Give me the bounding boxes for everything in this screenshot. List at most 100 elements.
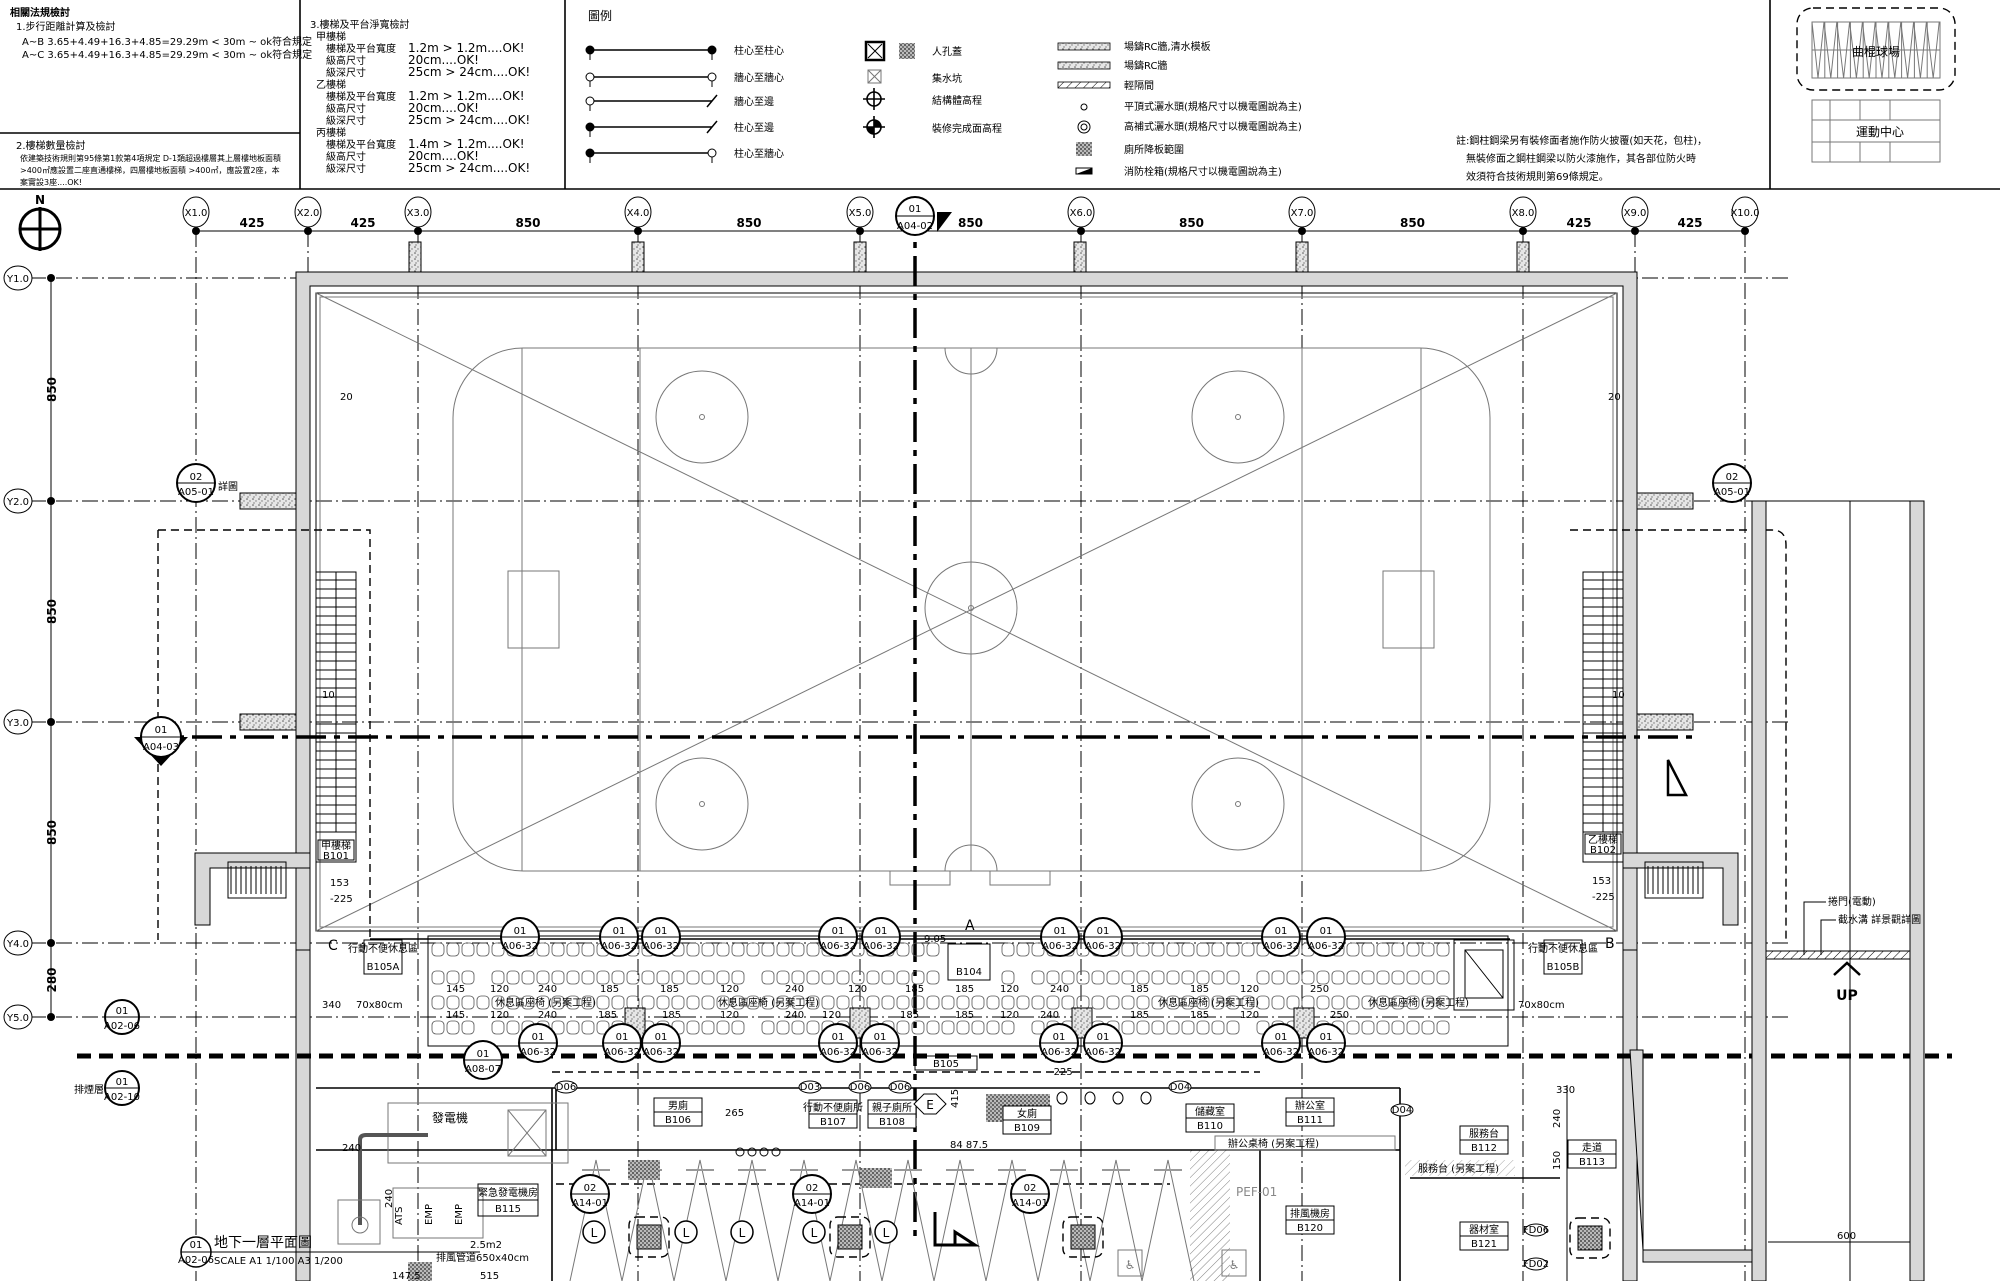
room-name: 親子廁所 [872,1101,912,1114]
dimension-label: 415 [950,1089,961,1108]
seat [776,942,790,957]
room-name: 甲樓梯 [321,839,351,852]
seat-note: 休息區座椅 (另案工程) [495,996,596,1009]
seat [506,995,520,1010]
seat [491,942,505,957]
room-tag-box [947,943,991,981]
column [636,1224,662,1250]
seat [1031,942,1045,957]
grid-bubble [3,930,33,956]
legend-label: 柱心至邊 [734,121,774,134]
goal-crease [507,570,560,649]
grid-label-x: X8.0 [1512,208,1535,219]
dimension-label: 850 [45,599,59,624]
dimension-node [47,718,55,726]
seat [461,1020,475,1035]
seat [1436,1020,1450,1035]
column [1516,241,1530,273]
title-number: 01 [190,1240,203,1251]
dimension-label: 20 [1608,392,1621,403]
finish-level-icon [863,116,885,138]
elevator-tag: E [913,1093,947,1115]
hatched-walkway [1190,1150,1230,1281]
column [1293,1007,1315,1039]
grid-label-x: X7.0 [1291,208,1314,219]
player-bench [889,870,951,886]
seat [761,942,775,957]
seat [1151,970,1165,985]
seat [1406,1020,1420,1035]
column [1295,241,1309,273]
check-value: 20cm....OK! [408,53,479,67]
ramp-up-label: UP [1836,988,1858,1004]
room-code: B105B [1547,962,1580,973]
check-label: 樓梯及平台寬度 [326,42,396,55]
callout-number: 01 [1320,926,1333,937]
seat [971,995,985,1010]
seat-dimension: 185 [955,984,974,995]
room-name: 辦公室 [1295,1099,1325,1112]
player-bench [989,870,1051,886]
seat [1436,995,1450,1010]
callout-number: 01 [655,926,668,937]
legend-label: 結構體高程 [932,94,982,107]
room-code: B111 [1297,1115,1323,1126]
room-code: B105 [933,1059,959,1070]
callout-sheet: A14-01 [794,1198,830,1209]
seat [596,970,610,985]
check-label: 級深尺寸 [326,114,366,127]
dimension-label: 9.05 [924,934,946,945]
seat [1316,970,1330,985]
room-code: B104 [956,967,982,978]
leader-line [1803,901,1836,955]
stair-name: 丙樓梯 [316,126,346,139]
check-value: 20cm....OK! [408,149,479,163]
toilet-fixture [759,1147,769,1157]
callout-number: 01 [116,1077,129,1088]
seat [746,942,760,957]
section-1-title: 1.步行距離計算及檢討 [16,20,116,33]
dimension-node [47,939,55,947]
note-line: 效須符合技術規則第69條規定。 [1466,170,1609,183]
seat [641,970,655,985]
callout-sheet: A04-03 [143,742,179,753]
structure-level-icon [863,88,885,110]
faceoff-circle [655,370,749,464]
stair-landing [1644,861,1704,899]
stair-a: 甲樓梯 B101 20 10 153 -225 [194,392,357,1281]
room-name: 緊急發電機房 [478,1186,538,1199]
seat [791,942,805,957]
wall-center-icon [707,72,717,82]
seat [956,995,970,1010]
dimension-label: 850 [736,216,761,230]
furniture-note: 辦公桌椅 (另案工程) [1228,1137,1319,1150]
legend-symbols: 人孔蓋 集水坑 結構體高程 裝修完成面高程 [863,40,1002,138]
stair-treads [1583,572,1699,894]
seat [431,942,445,957]
emp-label: EMP [454,1204,465,1225]
legend-label: 場鑄RC牆,清水模板 [1124,40,1211,53]
seat [716,970,730,985]
check-label: 樓梯及平台寬度 [326,90,396,103]
seat [1436,970,1450,985]
dimension-node [856,227,864,235]
callout-sheet: A02-06 [104,1021,140,1032]
seat [581,1020,595,1035]
elevator-car [1464,949,1504,999]
flush-sprinkler-icon [1080,103,1088,111]
elevation-label: -225 [1050,1067,1073,1078]
stair-count-line: >400㎡應設置二座直通樓梯，四層樓地板面積 >400㎡，應設置2座，本 [20,165,280,175]
wall-center-icon [585,72,595,82]
seat [1436,942,1450,957]
callout-number: 01 [874,1032,887,1043]
parking-stall-tag [802,1220,826,1244]
grid-bubble [294,196,322,228]
room-tag-box [1584,833,1622,855]
overhang-outline [157,529,1787,940]
seat [1076,970,1090,985]
dimension-label: 850 [1179,216,1204,230]
seat [1421,942,1435,957]
seat [431,1020,445,1035]
